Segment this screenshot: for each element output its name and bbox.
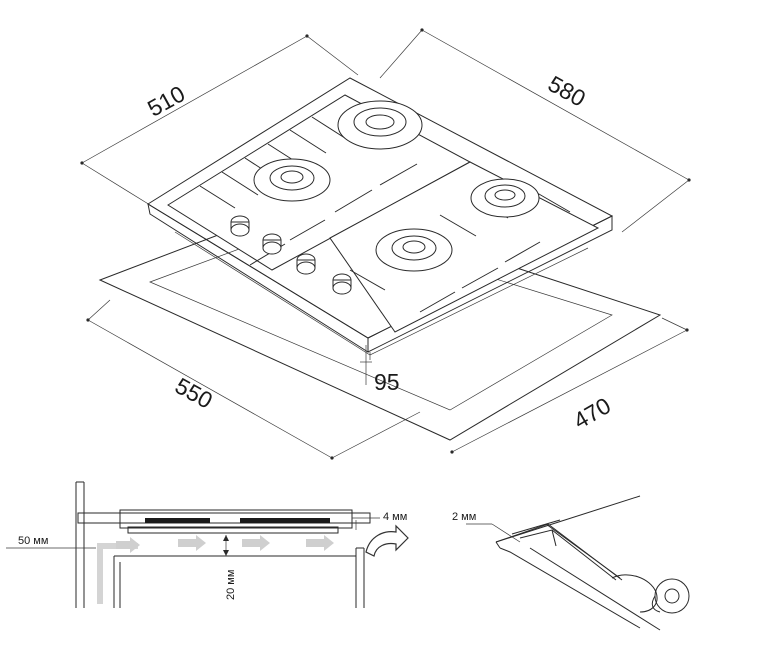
cutout-outline: 550 470	[86, 199, 689, 460]
knob-3	[296, 253, 316, 275]
exit-arrow	[365, 524, 409, 557]
airflow-arrows	[116, 535, 334, 553]
seal-detail-view: 2 мм	[452, 495, 690, 631]
gap-2mm-label: 2 мм	[452, 511, 476, 523]
clearance-20mm-label: 20 мм	[225, 570, 237, 600]
burner-rear-left	[337, 100, 423, 150]
dimension-470-label: 470	[569, 392, 615, 434]
dimension-510-label: 510	[143, 80, 189, 121]
dimension-95-label: 95	[374, 369, 400, 395]
dimension-550-label: 550	[171, 372, 217, 413]
hob-plate: 95	[147, 77, 614, 395]
hob-isometric-view: 510 580 550 470	[80, 28, 691, 460]
knob-1	[230, 215, 250, 237]
installation-section-view: 50 мм 20 мм 4 мм	[6, 481, 409, 608]
dimension-580-label: 580	[544, 70, 590, 111]
offset-4mm-label: 4 мм	[383, 511, 407, 523]
knob-2	[262, 233, 282, 255]
burner-front-right	[375, 228, 453, 272]
burner-front-left	[253, 158, 331, 202]
control-knobs	[230, 215, 352, 295]
knob-4	[332, 273, 352, 295]
burner-rear-right	[470, 178, 540, 218]
gap-50mm-label: 50 мм	[18, 535, 48, 547]
seal-tape-roll	[611, 574, 690, 614]
